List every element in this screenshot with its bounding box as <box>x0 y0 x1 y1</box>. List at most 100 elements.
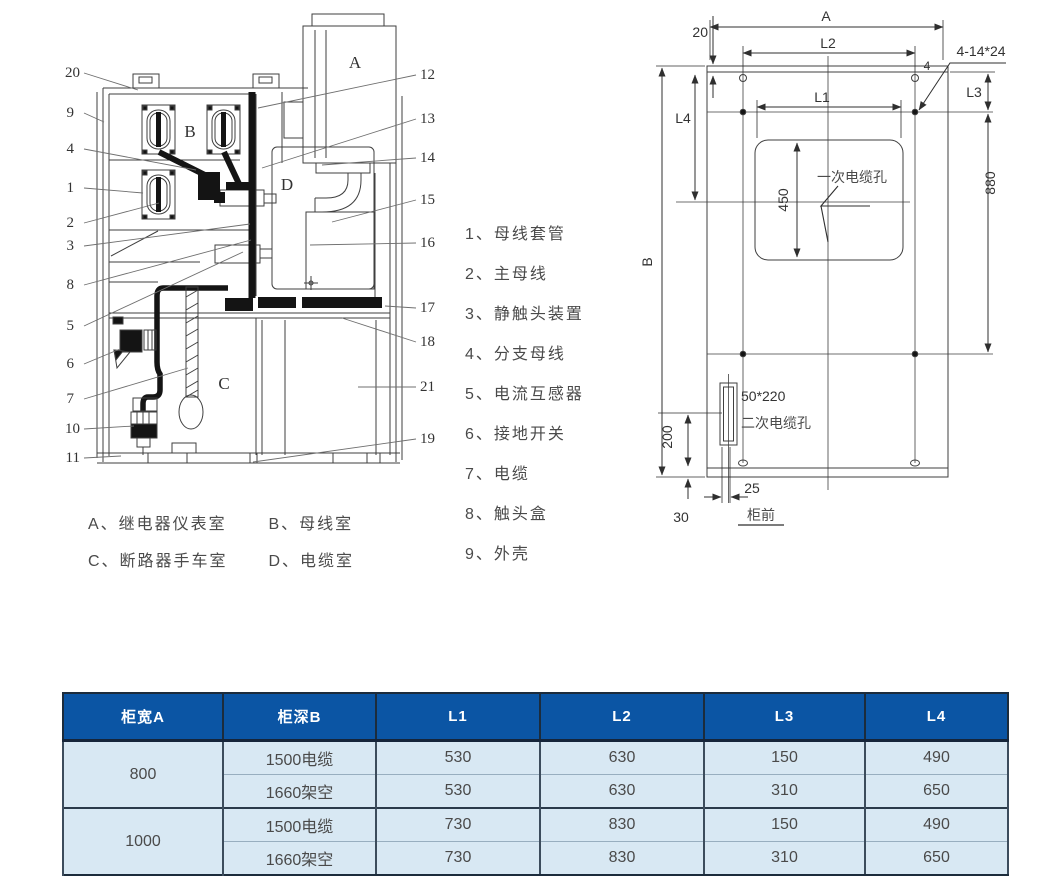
cell-l2: 830 <box>539 807 705 842</box>
col-header-cabinet-width: 柜宽A <box>62 692 224 742</box>
cell-l3: 310 <box>703 841 866 876</box>
cell-l4: 650 <box>864 841 1009 876</box>
cell-l4: 490 <box>864 807 1009 842</box>
dim-label-30: 30 <box>673 509 689 525</box>
slots-label: 4-14*24 <box>956 43 1005 59</box>
callout-5: 5 <box>67 318 75 334</box>
callout-leaders <box>83 72 417 463</box>
cell-l1: 730 <box>375 841 541 876</box>
callout-numbers: 20 9 4 1 2 3 8 5 6 7 10 11 12 13 14 15 1… <box>65 65 436 466</box>
busbar-conductors <box>157 92 382 311</box>
callout-9: 9 <box>67 105 75 121</box>
col-header-l1: L1 <box>375 692 541 742</box>
cell-l2: 630 <box>539 774 705 809</box>
callout-21: 21 <box>420 379 435 395</box>
dim-label-l2: L2 <box>820 35 836 51</box>
parts-legend: 1、母线套管 2、主母线 3、静触头装置 4、分支母线 5、电流互感器 6、接地… <box>465 215 685 575</box>
bushing-insulators <box>141 104 241 220</box>
cell-l4: 490 <box>864 739 1009 775</box>
secondary-cable-hole-label: 二次电缆孔 <box>741 415 811 431</box>
cell-width-800: 800 <box>62 739 224 809</box>
room-letter-d: D <box>281 175 293 194</box>
cell-depth: 1660架空 <box>222 774 377 809</box>
cell-width-1000: 1000 <box>62 807 224 876</box>
dim-label-l1: L1 <box>814 89 830 105</box>
callout-10: 10 <box>65 421 80 437</box>
col-header-l3: L3 <box>703 692 866 742</box>
dim-label-200: 200 <box>659 425 675 449</box>
table-header-row: 柜宽A 柜深B L1 L2 L3 L4 <box>62 692 1009 742</box>
callout-18: 18 <box>420 334 435 350</box>
dim-label-l3: L3 <box>966 84 982 100</box>
legend-item-8: 8、触头盒 <box>465 506 548 523</box>
room-labels: A、继电器仪表室 B、母线室 C、断路器手车室 D、电缆室 <box>88 506 354 580</box>
cell-l3: 150 <box>703 739 866 775</box>
primary-cable-hole-label: 一次电缆孔 <box>817 169 887 185</box>
dim-label-25: 25 <box>744 480 760 496</box>
callout-12: 12 <box>420 67 435 83</box>
cell-l4: 650 <box>864 774 1009 809</box>
room-label-a: A、继电器仪表室 <box>88 516 227 533</box>
callout-11: 11 <box>66 450 80 466</box>
dim-label-b: B <box>639 257 655 266</box>
legend-item-3: 3、静触头装置 <box>465 306 584 323</box>
callout-6: 6 <box>67 356 75 372</box>
foundation-plan-outline <box>676 56 993 503</box>
callout-14: 14 <box>420 150 436 166</box>
cell-l2: 830 <box>539 841 705 876</box>
room-letters: A B D C <box>184 53 362 393</box>
col-header-cabinet-depth: 柜深B <box>222 692 377 742</box>
legend-item-9: 9、外壳 <box>465 546 530 563</box>
cell-l3: 310 <box>703 774 866 809</box>
room-label-line-2: C、断路器手车室 D、电缆室 <box>88 543 354 580</box>
cabinet-front-label: 柜前 <box>747 507 775 523</box>
technical-drawings: 20 9 4 1 2 3 8 5 6 7 10 11 12 13 14 15 1… <box>65 8 1006 526</box>
cell-l3: 150 <box>703 807 866 842</box>
plan-dimensions <box>656 16 1006 526</box>
callout-1: 1 <box>67 180 75 196</box>
col-header-l2: L2 <box>539 692 705 742</box>
room-label-line-1: A、继电器仪表室 B、母线室 <box>88 506 354 543</box>
cell-depth: 1660架空 <box>222 841 377 876</box>
table-row: 1000 1500电缆 730 830 150 490 <box>62 807 1009 876</box>
legend-item-7: 7、电缆 <box>465 466 530 483</box>
dim-label-880: 880 <box>982 171 998 195</box>
room-label-d: D、电缆室 <box>268 553 355 570</box>
callout-8: 8 <box>67 277 75 293</box>
legend-item-1: 1、母线套管 <box>465 226 566 243</box>
dimension-table: 柜宽A 柜深B L1 L2 L3 L4 800 1500电缆 530 630 1… <box>62 692 1009 876</box>
callout-15: 15 <box>420 192 435 208</box>
callout-16: 16 <box>420 235 436 251</box>
table-row: 800 1500电缆 530 630 150 490 <box>62 739 1009 809</box>
room-letter-a: A <box>349 53 362 72</box>
dim-label-l4: L4 <box>675 110 691 126</box>
legend-item-5: 5、电流互感器 <box>465 386 584 403</box>
callout-2: 2 <box>67 215 75 231</box>
col-header-l4: L4 <box>864 692 1009 742</box>
room-label-c: C、断路器手车室 <box>88 553 228 570</box>
legend-item-4: 4、分支母线 <box>465 346 566 363</box>
room-label-b: B、母线室 <box>268 516 354 533</box>
legend-item-2: 2、主母线 <box>465 266 548 283</box>
callout-17: 17 <box>420 300 436 316</box>
table-row: 1660架空 730 830 310 650 <box>63 841 1009 876</box>
room-letter-b: B <box>184 122 195 141</box>
cell-l1: 530 <box>375 774 541 809</box>
callout-13: 13 <box>420 111 435 127</box>
cell-l2: 630 <box>539 739 705 775</box>
callout-4: 4 <box>67 141 75 157</box>
cell-depth: 1500电缆 <box>222 739 377 775</box>
breaker-truck-and-cable <box>112 285 228 455</box>
callout-20: 20 <box>65 65 80 81</box>
cell-l1: 730 <box>375 807 541 842</box>
plan-dimension-labels: A L2 20 4-14*24 4 L3 L1 L4 880 450 B 一次电… <box>639 8 1006 525</box>
cell-depth: 1500电缆 <box>222 807 377 842</box>
dim-label-4: 4 <box>924 59 931 73</box>
room-letter-c: C <box>218 374 229 393</box>
callout-3: 3 <box>67 238 75 254</box>
legend-item-6: 6、接地开关 <box>465 426 566 443</box>
cell-l1: 530 <box>375 739 541 775</box>
dim-label-20: 20 <box>692 24 708 40</box>
callout-19: 19 <box>420 431 435 447</box>
